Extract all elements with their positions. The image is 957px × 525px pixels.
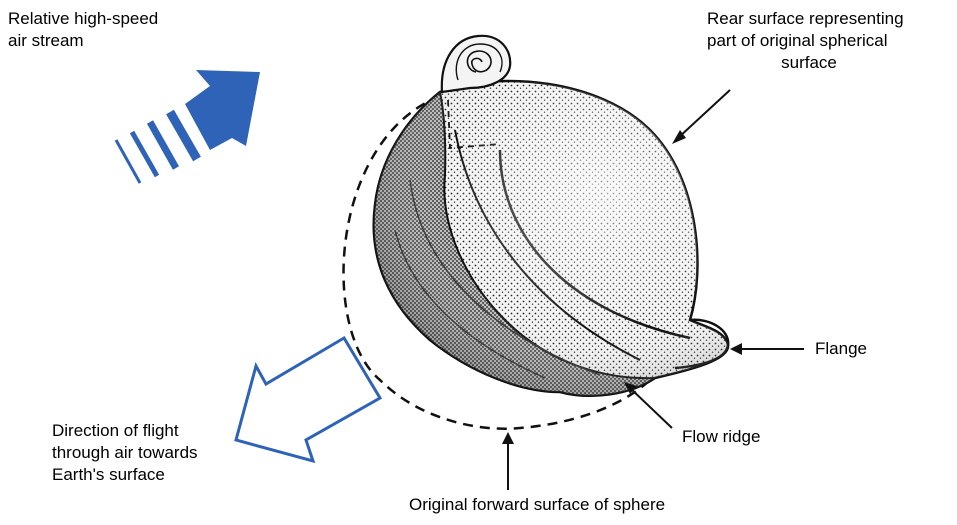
direction-label-line: Earth's surface [52, 464, 198, 486]
airstream-arrowhead [185, 70, 260, 150]
rear-surface-label: Rear surface representing part of origin… [707, 8, 911, 74]
flange-label: Flange [815, 338, 867, 360]
rear-surface-leader [678, 90, 730, 138]
speed-line [150, 122, 176, 168]
flight-direction-arrow [236, 338, 380, 461]
arrowhead-icon [730, 343, 742, 355]
rear-surface-label-line: Rear surface representing [707, 8, 911, 30]
speed-line [170, 112, 197, 159]
direction-label: Direction of flight through air towards … [52, 420, 198, 486]
flow-ridge-leader [630, 388, 672, 428]
airstream-arrow [116, 70, 260, 183]
airstream-label-line: air stream [8, 30, 158, 52]
airstream-label: Relative high-speed air stream [8, 8, 158, 52]
body-shading [374, 81, 728, 396]
arrowhead-icon [502, 432, 514, 444]
direction-label-line: Direction of flight [52, 420, 198, 442]
speed-line [132, 132, 157, 176]
forward-surface-label: Original forward surface of sphere [409, 494, 665, 516]
rear-surface-label-line: surface [707, 52, 911, 74]
flow-ridge-label: Flow ridge [682, 426, 760, 448]
direction-label-line: through air towards [52, 442, 198, 464]
airstream-label-line: Relative high-speed [8, 8, 158, 30]
rear-surface-label-line: part of original spherical [707, 30, 911, 52]
tektite-body [374, 36, 728, 396]
speed-line [116, 140, 140, 183]
